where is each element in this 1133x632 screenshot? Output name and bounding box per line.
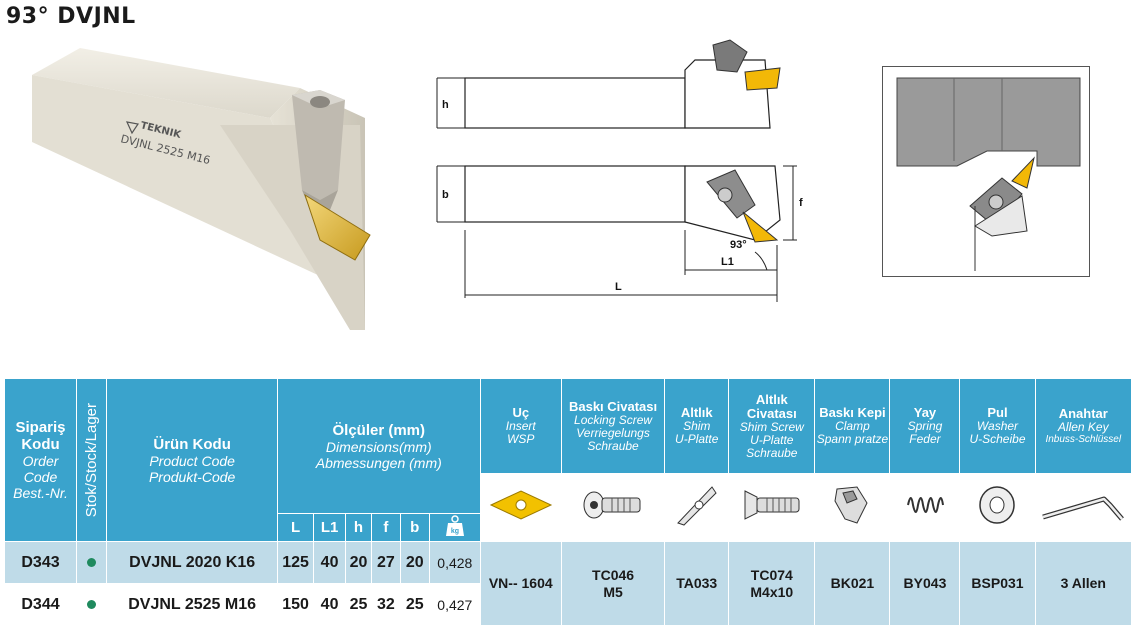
washer-icon xyxy=(959,473,1036,542)
page-title: 93° DVJNL xyxy=(6,4,136,29)
dim-l1-cell: 40 xyxy=(313,541,346,584)
clamp-code: BK021 xyxy=(814,541,891,626)
application-detail-image xyxy=(882,66,1090,277)
dim-b-cell: 20 xyxy=(399,541,430,584)
dim-header-l1: L1 xyxy=(313,513,346,542)
dim-label-h: h xyxy=(442,99,449,111)
dim-label-b: b xyxy=(442,189,449,201)
order-code-cell: D344 xyxy=(3,583,78,626)
spring-code: BY043 xyxy=(889,541,961,626)
spring-icon xyxy=(889,473,961,542)
allen-key-icon xyxy=(1034,473,1133,542)
stock-indicator xyxy=(76,583,108,626)
dim-b-cell: 25 xyxy=(399,583,430,626)
product-code-header: Ürün Kodu Product Code Produkt-Code xyxy=(106,378,278,542)
dim-label-l1: L1 xyxy=(721,256,734,268)
locking-screw-icon xyxy=(560,473,666,542)
dim-header-l: L xyxy=(276,513,315,542)
order-code-header: Sipariş Kodu Order Code Best.-Nr. xyxy=(3,378,78,542)
dim-f-cell: 27 xyxy=(371,541,401,584)
shim-screw-icon xyxy=(728,473,816,542)
insert-icon xyxy=(479,473,562,542)
stock-indicator xyxy=(76,541,108,584)
dim-label-angle: 93° xyxy=(730,239,747,251)
specification-table: Sipariş Kodu Order Code Best.-Nr. Stok/S… xyxy=(3,378,1133,626)
shim-icon xyxy=(664,473,730,542)
product-code-cell: DVJNL 2020 K16 xyxy=(106,541,278,584)
dim-header-f: f xyxy=(371,513,401,542)
dimension-drawing: h b f 93° L1 L xyxy=(436,39,803,302)
dim-l-cell: 150 xyxy=(276,583,315,626)
dim-l-cell: 125 xyxy=(276,541,315,584)
table-row: D343 DVJNL 2020 K16 125 40 20 27 20 0,42… xyxy=(3,541,1133,626)
stock-header: Stok/Stock/Lager xyxy=(76,378,108,542)
washer-code: BSP031 xyxy=(959,541,1036,626)
dim-f-cell: 32 xyxy=(371,583,401,626)
dim-label-f: f xyxy=(799,197,803,209)
dim-header-h: h xyxy=(344,513,373,542)
weight-cell: 0,428 xyxy=(428,541,481,584)
shim-code: TA033 xyxy=(664,541,730,626)
dim-l1-cell: 40 xyxy=(313,583,346,626)
dim-h-cell: 25 xyxy=(344,583,373,626)
dim-label-l: L xyxy=(615,281,622,293)
order-code-cell: D343 xyxy=(3,541,78,584)
svg-text:kg: kg xyxy=(451,528,459,535)
weight-icon: kg xyxy=(428,513,481,542)
dim-header-b: b xyxy=(399,513,430,542)
clamp-icon xyxy=(814,473,891,542)
dim-h-cell: 20 xyxy=(344,541,373,584)
key-code: 3 Allen xyxy=(1034,541,1133,626)
product-code-cell: DVJNL 2525 M16 xyxy=(106,583,278,626)
dimensions-header: Ölçüler (mm) Dimensions(mm) Abmessungen … xyxy=(276,378,481,514)
insert-code: VN-- 1604 xyxy=(479,541,562,626)
weight-cell: 0,427 xyxy=(428,583,481,626)
tool-holder-image: TEKNIK DVJNL 2525 M16 xyxy=(32,48,371,330)
